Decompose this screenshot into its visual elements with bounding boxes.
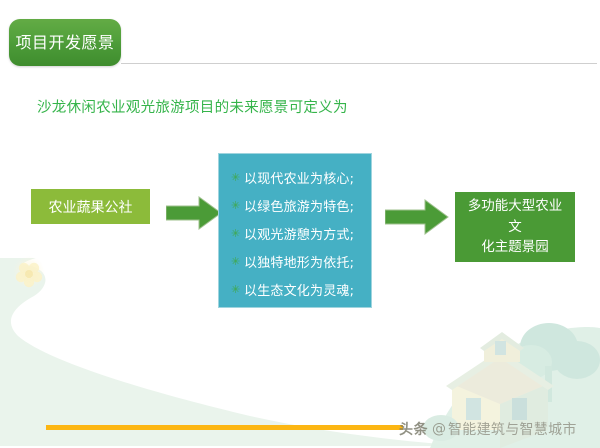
attribute-label: 以绿色旅游为特色; [244, 199, 355, 215]
slide-title-text: 项目开发愿景 [15, 32, 115, 52]
diagram-result-label: 多功能大型农业文 化主题景园 [465, 196, 565, 259]
star-bullet-icon: ✳ [231, 226, 241, 240]
diagram-result-line-1: 多功能大型农业文 [467, 197, 563, 235]
attribute-item: ✳ 以现代农业为核心; [219, 163, 371, 191]
diagram-source-label: 农业蔬果公社 [48, 199, 133, 216]
attribute-item: ✳ 以独特地形为依托; [219, 247, 371, 275]
attribute-item: ✳ 以绿色旅游为特色; [219, 191, 371, 219]
star-bullet-icon: ✳ [231, 282, 241, 296]
star-bullet-icon: ✳ [231, 254, 241, 268]
footer-orange-rule [46, 425, 403, 430]
attribute-label: 以独特地形为依托; [244, 255, 355, 271]
at-symbol-icon: @ [432, 421, 446, 437]
header-divider [121, 63, 597, 64]
diagram-result-line-2: 化主题景园 [481, 239, 549, 256]
attribute-label: 以现代农业为核心; [244, 171, 355, 187]
footer-watermark: 头条 @ 智能建筑与智慧城市 [399, 419, 577, 439]
star-bullet-icon: ✳ [231, 198, 241, 212]
watermark-source: 头条 [399, 422, 428, 438]
diagram-attributes-panel: ✳ 以现代农业为核心; ✳ 以绿色旅游为特色; ✳ 以观光游憩为方式; ✳ 以独… [218, 153, 372, 308]
slide-subtitle: 沙龙休闲农业观光旅游项目的未来愿景可定义为 [37, 100, 348, 116]
diagram-source-box: 农业蔬果公社 [31, 189, 150, 224]
right-arrow-icon-2 [385, 199, 449, 235]
diagram-result-box: 多功能大型农业文 化主题景园 [455, 192, 575, 262]
attribute-label: 以生态文化为灵魂; [244, 283, 355, 299]
right-arrow-icon-1 [166, 196, 222, 230]
flower-accent [13, 256, 45, 288]
watermark-account: 智能建筑与智慧城市 [448, 422, 577, 438]
attribute-item: ✳ 以观光游憩为方式; [219, 219, 371, 247]
attribute-label: 以观光游憩为方式; [244, 227, 355, 243]
slide-title-badge: 项目开发愿景 [9, 19, 121, 66]
star-bullet-icon: ✳ [231, 170, 241, 184]
attribute-item: ✳ 以生态文化为灵魂; [219, 275, 371, 303]
